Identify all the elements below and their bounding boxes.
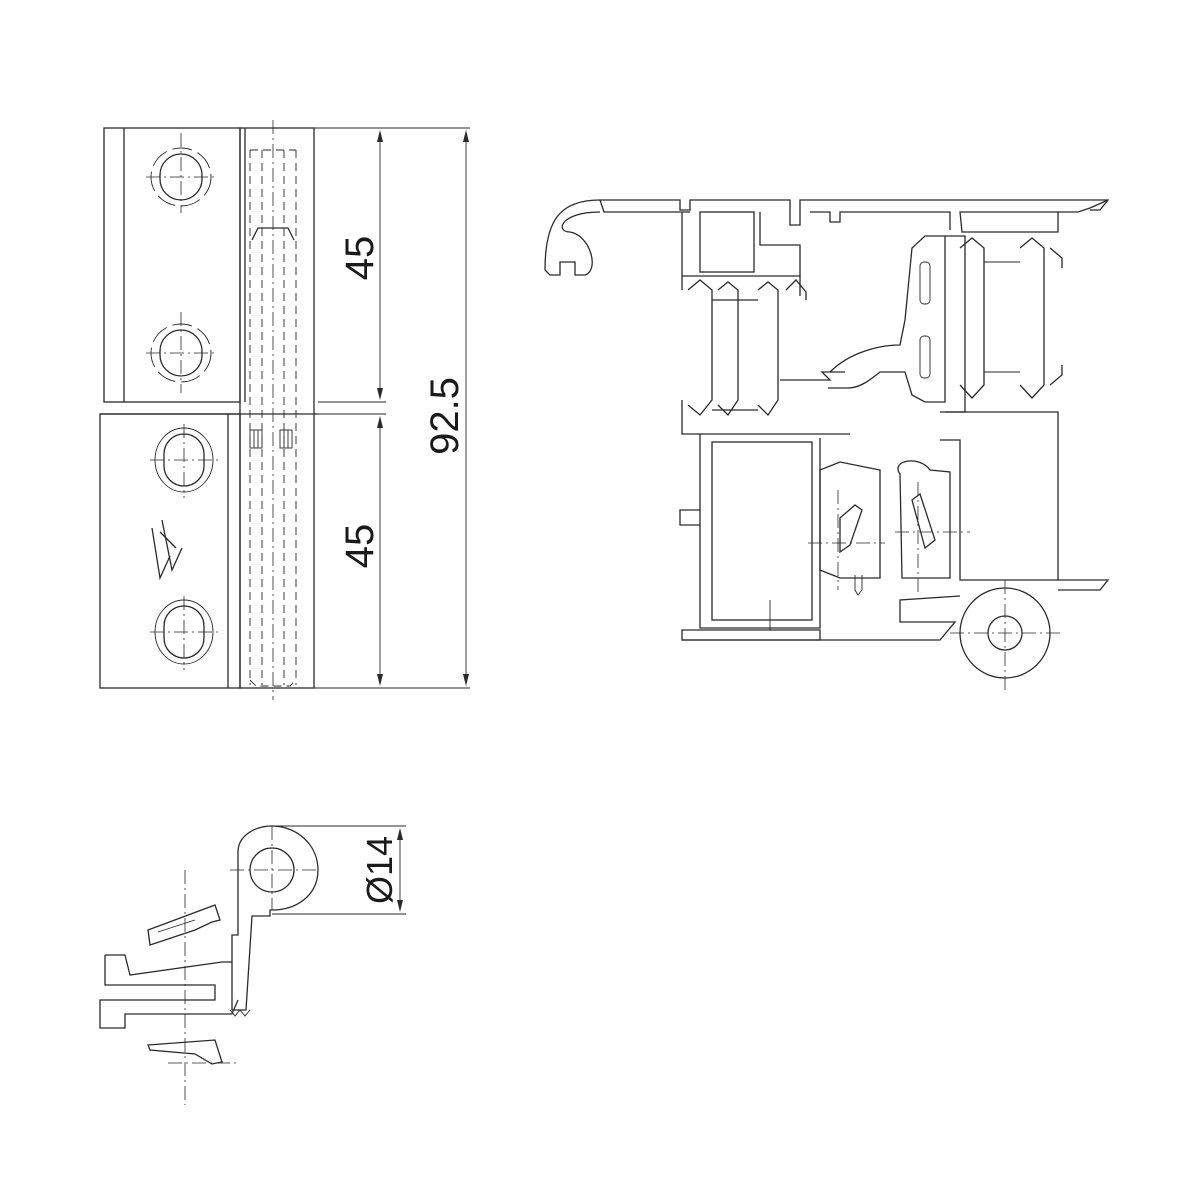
barrel-grooves [249, 429, 293, 449]
thermal-break-right [959, 237, 1063, 399]
va-logo-mark [151, 519, 183, 581]
dimension-lines [314, 127, 470, 689]
frame-lower-chamber [679, 434, 821, 641]
right-clip [895, 460, 970, 592]
lower-slot-2 [150, 596, 220, 670]
upper-slot-2 [146, 312, 216, 393]
dimension-lower-45: 45 [338, 524, 382, 569]
central-gasket [828, 235, 966, 413]
upper-leaf [103, 127, 241, 403]
thermal-break-left [681, 276, 850, 435]
lower-leaf [99, 413, 318, 689]
hinge-front-view: 45 45 92.5 [99, 120, 470, 700]
dimension-total-92-5: 92.5 [423, 377, 467, 455]
dimension-upper-45: 45 [338, 236, 382, 281]
hinge-barrel [239, 120, 315, 700]
profile-hinge-knuckle [950, 580, 1060, 690]
upper-slot-1 [146, 133, 216, 213]
left-clip [808, 461, 885, 596]
profile-cross-section [544, 199, 1110, 690]
hinge-side-section: Ø14 [99, 825, 406, 1105]
lower-slot-1 [150, 424, 220, 498]
dimension-diameter-14: Ø14 [359, 836, 400, 904]
